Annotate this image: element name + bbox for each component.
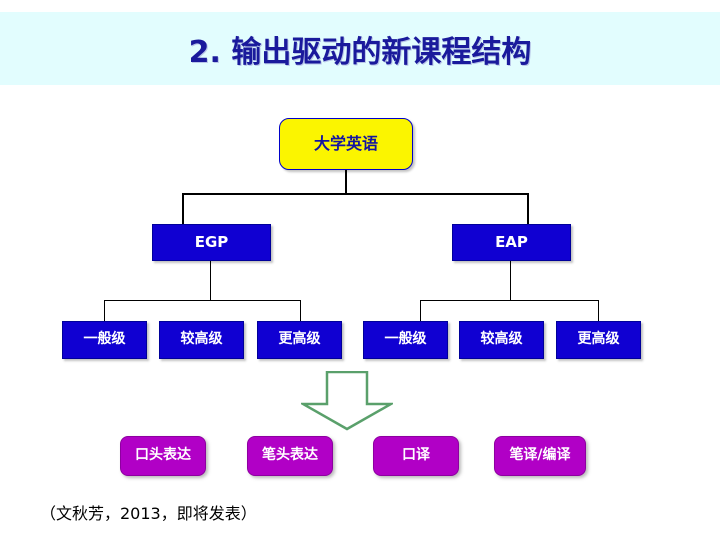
node-level-egp-1[interactable]: 一般级: [62, 321, 147, 359]
connector-root-down: [345, 170, 347, 194]
node-level-eap-2[interactable]: 较高级: [459, 321, 544, 359]
node-root[interactable]: 大学英语: [279, 118, 413, 170]
page-title: 2. 输出驱动的新课程结构: [188, 34, 532, 70]
connector-egp-level1: [104, 300, 105, 321]
citation-text: （文秋芳，2013，即将发表）: [40, 504, 257, 523]
node-skill-translation[interactable]: 笔译/编译: [494, 436, 586, 476]
connector-eap-down: [527, 193, 529, 224]
connector-root-horizontal: [182, 193, 528, 195]
node-skill-interpreting[interactable]: 口译: [373, 436, 459, 476]
node-level-egp-3[interactable]: 更高级: [257, 321, 342, 359]
connector-egp-bus: [104, 300, 300, 301]
connector-eap-level1: [420, 300, 421, 321]
connector-eap-bus: [420, 300, 598, 301]
node-branch-eap[interactable]: EAP: [452, 224, 571, 261]
connector-egp-stem: [210, 261, 211, 301]
node-level-eap-3[interactable]: 更高级: [556, 321, 641, 359]
down-arrow-icon: [301, 371, 393, 431]
node-level-egp-2[interactable]: 较高级: [159, 321, 244, 359]
connector-eap-stem: [510, 261, 511, 301]
node-skill-oral[interactable]: 口头表达: [120, 436, 206, 476]
connector-eap-level3: [598, 300, 599, 321]
node-level-eap-1[interactable]: 一般级: [363, 321, 448, 359]
node-branch-egp[interactable]: EGP: [152, 224, 271, 261]
title-banner: 2. 输出驱动的新课程结构: [0, 12, 720, 85]
connector-egp-down: [182, 193, 184, 224]
node-skill-written[interactable]: 笔头表达: [247, 436, 333, 476]
connector-egp-level3: [300, 300, 301, 321]
